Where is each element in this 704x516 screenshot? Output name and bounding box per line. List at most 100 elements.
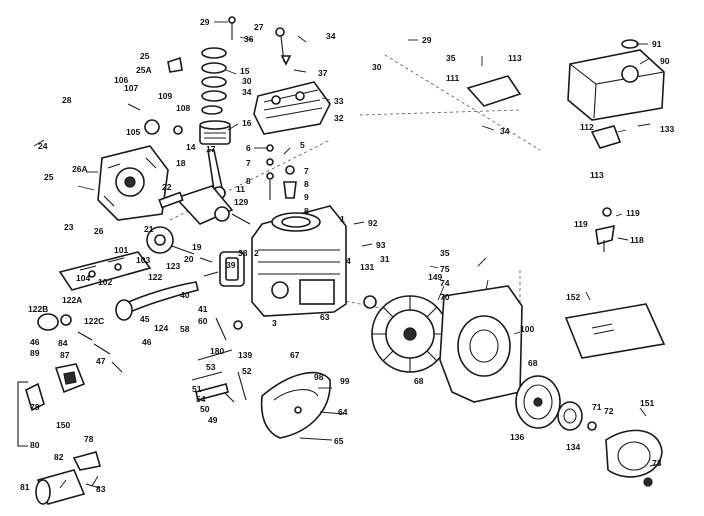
part-122: 122 <box>148 272 162 282</box>
part-152: 152 <box>566 292 580 302</box>
fuel-line-and-valve <box>466 75 622 252</box>
part-106: 106 <box>114 75 128 85</box>
part-75: 75 <box>440 264 450 274</box>
intake-tube <box>115 281 199 321</box>
part-71: 71 <box>592 402 602 412</box>
part-1: 1 <box>340 214 345 224</box>
part-8b: 8 <box>304 179 309 189</box>
governor-plate <box>58 251 152 291</box>
crankcase-cover <box>97 145 169 221</box>
part-33: 33 <box>334 96 344 106</box>
part-21: 21 <box>144 224 154 234</box>
breather-valve <box>127 56 183 135</box>
part-102: 102 <box>98 277 112 287</box>
part-73: 73 <box>652 458 662 468</box>
part-52: 52 <box>242 366 252 376</box>
part-149: 149 <box>428 272 442 282</box>
part-151: 151 <box>640 398 654 408</box>
part-36a: 36 <box>244 34 254 44</box>
starter-pulley <box>557 401 597 431</box>
piston <box>199 120 231 145</box>
part-70: 70 <box>440 292 450 302</box>
part-139: 139 <box>238 350 252 360</box>
part-29a: 29 <box>200 17 210 27</box>
part-2: 2 <box>254 248 259 258</box>
part-51: 51 <box>192 384 202 394</box>
part-107: 107 <box>124 83 138 93</box>
valve-cover-bolts <box>228 16 292 66</box>
part-80: 80 <box>30 440 40 450</box>
part-98: 98 <box>314 372 324 382</box>
piston-ring-stack <box>201 47 227 115</box>
part-29b: 29 <box>422 35 432 45</box>
part-124: 124 <box>154 323 168 333</box>
part-92: 92 <box>368 218 378 228</box>
part-113b: 113 <box>590 170 604 180</box>
part-20: 20 <box>184 254 194 264</box>
flywheel <box>371 295 449 373</box>
part-30b: 30 <box>242 76 252 86</box>
part-89: 89 <box>30 348 40 358</box>
part-23: 23 <box>64 222 74 232</box>
part-17: 17 <box>206 144 216 154</box>
part-72: 72 <box>604 406 614 416</box>
part-27: 27 <box>254 22 264 32</box>
part-122b: 122B <box>28 304 48 314</box>
part-24: 24 <box>38 141 48 151</box>
part-28: 28 <box>62 95 72 105</box>
part-25: 25 <box>140 51 150 61</box>
part-35b: 35 <box>440 248 450 258</box>
part-39: 39 <box>226 260 236 270</box>
part-34a: 34 <box>326 31 336 41</box>
part-68a: 68 <box>528 358 538 368</box>
part-119a: 119 <box>626 208 640 218</box>
part-180: 180 <box>210 346 224 356</box>
part-150: 150 <box>56 420 70 430</box>
part-26a: 26A <box>72 164 88 174</box>
part-22: 22 <box>162 182 172 192</box>
part-109: 109 <box>158 91 172 101</box>
part-87: 87 <box>60 350 70 360</box>
carburetor <box>37 313 123 394</box>
part-133: 133 <box>660 124 674 134</box>
part-31: 31 <box>380 254 390 264</box>
leader-lines <box>33 21 661 489</box>
cylinder-head <box>253 81 331 135</box>
owners-manual <box>564 303 666 359</box>
part-number-labels: 29 27 36 34 29 30 35 111 113 91 90 25 25… <box>20 17 674 494</box>
part-67: 67 <box>290 350 300 360</box>
part-6: 6 <box>246 143 251 153</box>
part-65: 65 <box>334 436 344 446</box>
part-111: 111 <box>446 73 460 83</box>
carburetor-linkage <box>199 251 245 287</box>
part-93: 93 <box>376 240 386 250</box>
valve-stack <box>266 144 297 200</box>
part-103: 103 <box>136 255 150 265</box>
part-58: 58 <box>180 324 190 334</box>
part-8c: 8 <box>304 206 309 216</box>
part-25b: 25 <box>44 172 54 182</box>
part-34b: 34 <box>242 87 252 97</box>
part-78b: 78 <box>84 434 94 444</box>
part-47: 47 <box>96 356 106 366</box>
part-46b: 46 <box>142 337 152 347</box>
part-35a: 35 <box>446 53 456 63</box>
recoil-starter <box>605 429 663 487</box>
part-9: 9 <box>304 192 309 202</box>
engine-block <box>251 205 347 317</box>
part-15: 15 <box>240 66 250 76</box>
part-40: 40 <box>180 290 190 300</box>
part-16: 16 <box>242 118 252 128</box>
part-112: 112 <box>580 122 594 132</box>
part-118: 118 <box>630 235 644 245</box>
part-25a: 25A <box>136 65 152 75</box>
part-14: 14 <box>186 142 196 152</box>
part-8a: 8 <box>246 176 251 186</box>
part-7b: 7 <box>304 166 309 176</box>
part-122a: 122A <box>62 295 82 305</box>
part-90: 90 <box>660 56 670 66</box>
part-84: 84 <box>58 338 68 348</box>
part-91: 91 <box>652 39 662 49</box>
part-74: 74 <box>440 278 450 288</box>
